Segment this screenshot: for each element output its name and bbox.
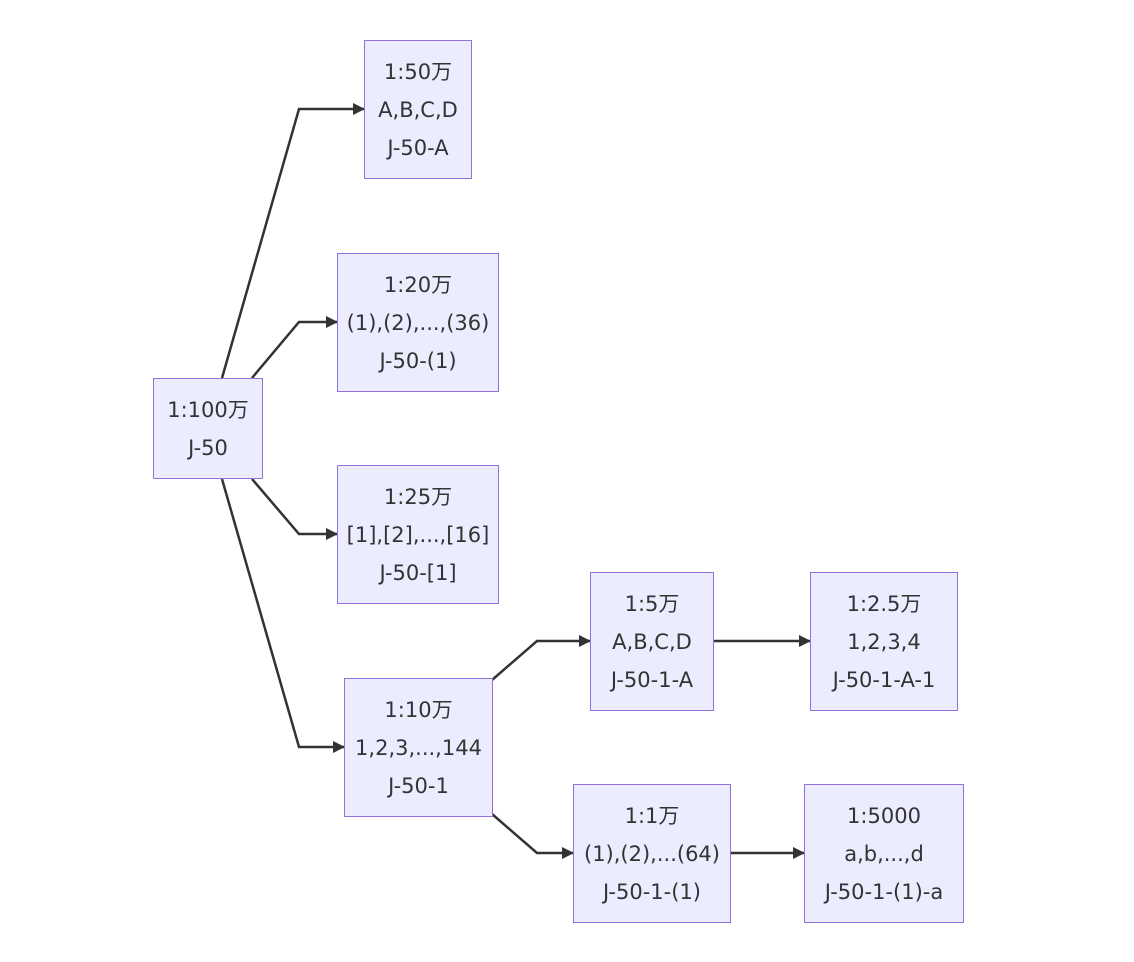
- node-1-10w-code: J-50-1: [388, 773, 449, 798]
- node-1-5000-code: J-50-1-(1)-a: [824, 879, 944, 904]
- node-1-5w: 1:5万 A,B,C,D J-50-1-A: [590, 572, 714, 711]
- node-1-5000-divisions: a,b,...,d: [844, 841, 924, 866]
- node-1-1w-divisions: (1),(2),...(64): [584, 841, 720, 866]
- node-1-1w: 1:1万 (1),(2),...(64) J-50-1-(1): [573, 784, 731, 923]
- node-1-2_5w-code: J-50-1-A-1: [832, 667, 936, 692]
- node-1-5000: 1:5000 a,b,...,d J-50-1-(1)-a: [804, 784, 964, 923]
- node-1-20w-code: J-50-(1): [379, 348, 457, 373]
- node-1-100w-code: J-50: [188, 435, 228, 460]
- node-1-50w: 1:50万 A,B,C,D J-50-A: [364, 40, 472, 179]
- node-1-20w-scale: 1:20万: [383, 272, 453, 297]
- edge-10w-to-5w: [491, 635, 591, 681]
- node-1-5000-scale: 1:5000: [847, 803, 921, 828]
- node-1-100w-scale: 1:100万: [167, 397, 249, 422]
- node-1-1w-code: J-50-1-(1): [602, 879, 701, 904]
- node-1-5w-code: J-50-1-A: [610, 667, 694, 692]
- node-1-50w-scale: 1:50万: [383, 59, 453, 84]
- node-1-20w-divisions: (1),(2),...,(36): [346, 310, 490, 335]
- node-1-25w-divisions: [1],[2],...,[16]: [346, 522, 490, 547]
- node-1-2_5w-scale: 1:2.5万: [846, 591, 922, 616]
- node-1-100w: 1:100万 J-50: [153, 378, 263, 479]
- edge-100w-to-50w: [220, 103, 365, 379]
- node-1-25w-code: J-50-[1]: [379, 560, 457, 585]
- node-1-10w-divisions: 1,2,3,...,144: [355, 735, 482, 760]
- edge-10w-to-1w: [491, 813, 574, 859]
- node-1-5w-divisions: A,B,C,D: [612, 629, 692, 654]
- edge-100w-to-20w: [251, 316, 338, 379]
- node-1-2_5w: 1:2.5万 1,2,3,4 J-50-1-A-1: [810, 572, 958, 711]
- node-1-5w-scale: 1:5万: [624, 591, 680, 616]
- node-1-10w: 1:10万 1,2,3,...,144 J-50-1: [344, 678, 493, 817]
- node-1-2_5w-divisions: 1,2,3,4: [847, 629, 921, 654]
- node-1-25w-scale: 1:25万: [383, 484, 453, 509]
- node-1-25w: 1:25万 [1],[2],...,[16] J-50-[1]: [337, 465, 499, 604]
- edge-100w-to-25w: [251, 478, 338, 540]
- node-1-20w: 1:20万 (1),(2),...,(36) J-50-(1): [337, 253, 499, 392]
- edge-100w-to-10w: [220, 478, 345, 753]
- node-1-50w-divisions: A,B,C,D: [378, 97, 458, 122]
- node-1-1w-scale: 1:1万: [624, 803, 680, 828]
- node-1-10w-scale: 1:10万: [384, 697, 453, 722]
- node-1-50w-code: J-50-A: [387, 135, 449, 160]
